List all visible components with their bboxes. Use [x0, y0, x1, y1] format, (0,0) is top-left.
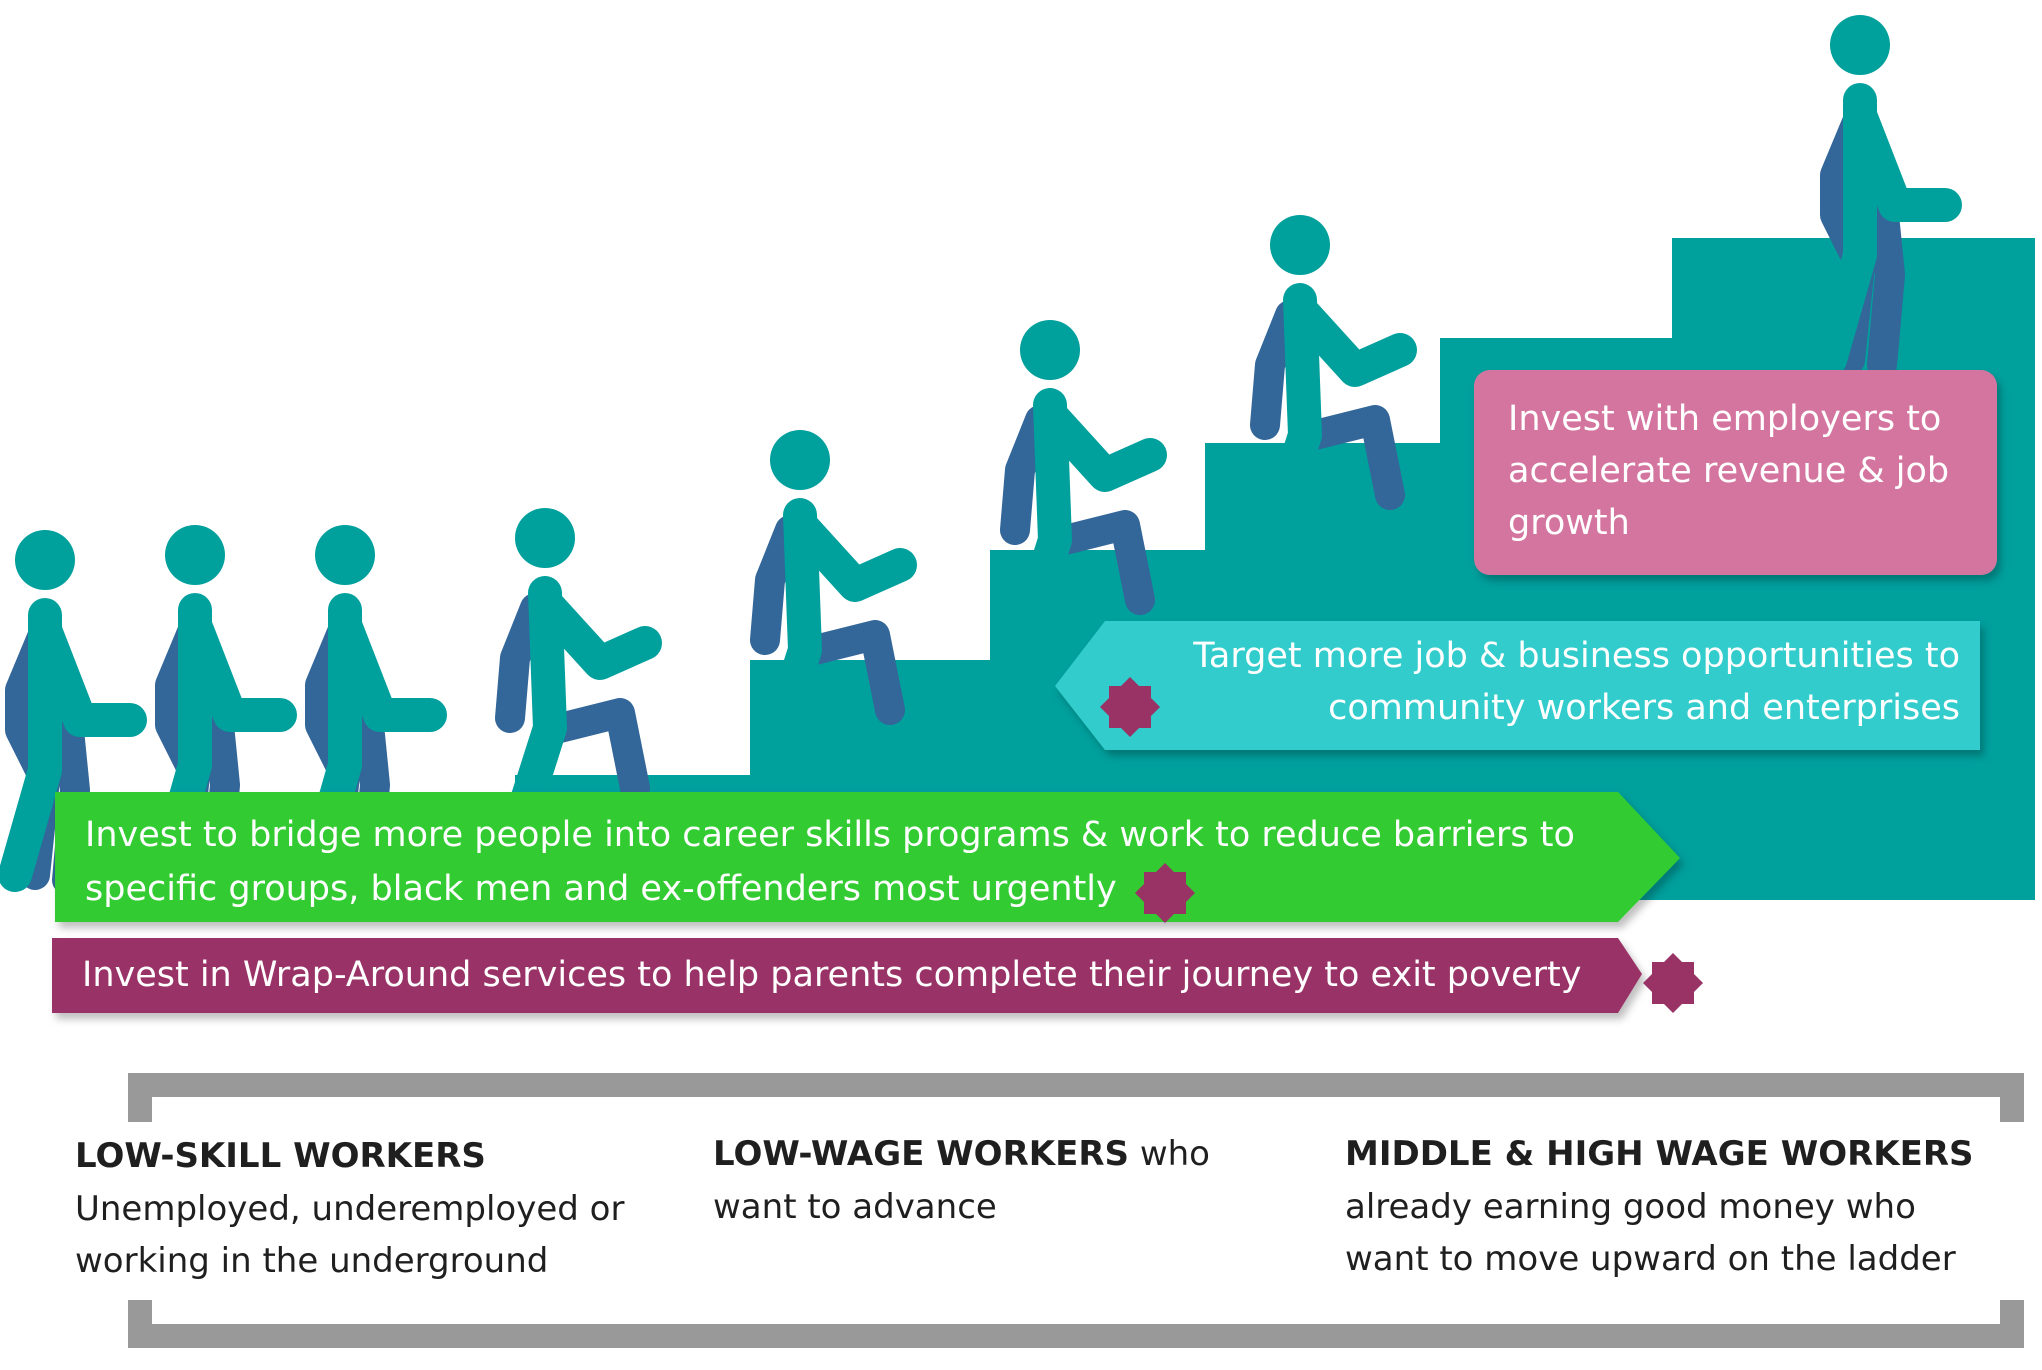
wrap-band-text: Invest in Wrap-Around services to help p…	[82, 955, 1582, 995]
middle-high-category: MIDDLE & HIGH WAGE WORKERS already earni…	[1345, 1128, 1985, 1286]
low-wage-title-suffix: who	[1129, 1134, 1210, 1174]
star-icon	[1643, 953, 1703, 1013]
bridge-band-text: Invest to bridge more people into career…	[85, 815, 1575, 909]
wrap-band	[52, 938, 1642, 1013]
middle-high-desc: already earning good money who want to m…	[1345, 1186, 1956, 1280]
star-icon	[1100, 677, 1160, 737]
low-skill-category: LOW-SKILL WORKERS Unemployed, underemplo…	[75, 1130, 675, 1288]
employers-band	[1474, 370, 1997, 575]
target-band	[1055, 621, 1980, 750]
low-wage-category: LOW-WAGE WORKERS who want to advance	[713, 1128, 1273, 1233]
bridge-band	[55, 792, 1680, 922]
target-band-text: Target more job & business opportunities…	[1193, 636, 1960, 728]
employers-band-text: Invest with employers to accelerate reve…	[1508, 399, 1950, 543]
low-wage-desc: want to advance	[713, 1186, 997, 1227]
low-wage-title: LOW-WAGE WORKERS	[713, 1134, 1130, 1174]
bracket-frame	[128, 1073, 2024, 1348]
middle-high-title: MIDDLE & HIGH WAGE WORKERS	[1345, 1134, 1974, 1174]
low-skill-desc: Unemployed, underemployed or working in …	[75, 1188, 625, 1282]
low-skill-title: LOW-SKILL WORKERS	[75, 1136, 486, 1176]
